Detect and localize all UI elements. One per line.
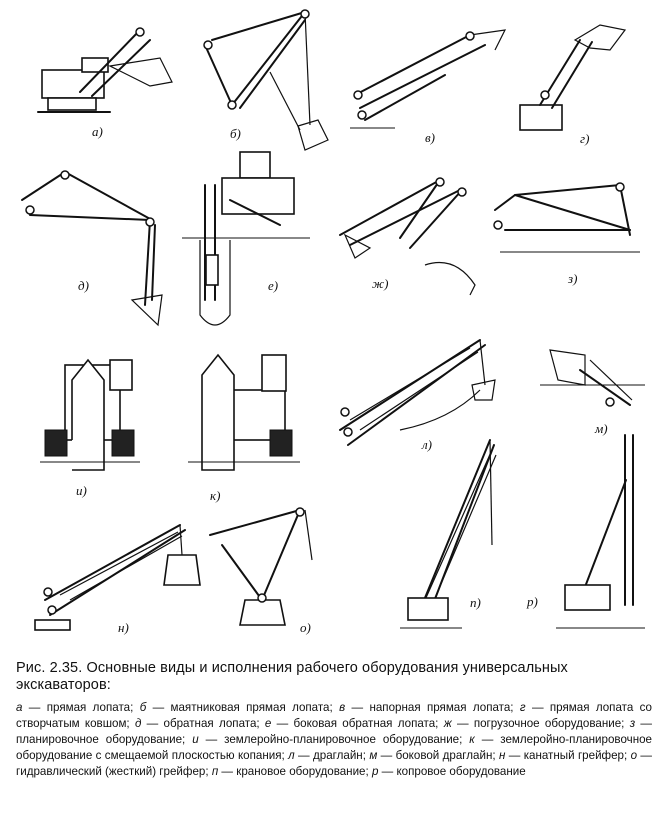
legend-letter: а	[16, 701, 23, 714]
legend-letter: е	[264, 717, 272, 730]
panel-label-e: е)	[268, 278, 278, 293]
legend-letter: о	[630, 749, 638, 762]
drawing-b-pendulum-shovel	[203, 9, 329, 151]
legend-entry: к — землеройно-планировочное оборудовани…	[16, 733, 652, 762]
caption-title: Рис. 2.35. Основные виды и исполнения ра…	[16, 660, 568, 693]
legend-text: прямая лопата;	[46, 701, 134, 714]
panel-label-v: в)	[425, 130, 435, 145]
panel-label-n: н)	[118, 620, 129, 635]
panel-label-z: з)	[567, 271, 577, 286]
excavator-equipment-figure: а) б) в) г)	[21, 9, 645, 635]
legend-entry: з — планировочное оборудование;	[16, 717, 652, 746]
legend-letter: в	[339, 701, 346, 714]
legend-letter: м	[369, 749, 378, 762]
panel-label-m: м)	[594, 421, 608, 436]
drawing-k-offset-grading	[188, 353, 300, 471]
legend-text: землеройно-планировочное оборудование;	[224, 733, 463, 746]
legend-letter: г	[519, 701, 526, 714]
legend-text: маятниковая прямая лопата;	[170, 701, 333, 714]
legend-entry: в — напорная прямая лопата;	[339, 701, 514, 714]
drawing-n-rope-grab	[34, 524, 201, 631]
drawing-o-hydraulic-grab	[209, 507, 313, 626]
legend-entry: м — боковой драглайн;	[369, 749, 496, 762]
legend-text: планировочное оборудование;	[16, 733, 186, 746]
legend-letter: н	[498, 749, 506, 762]
panel-label-b: б)	[230, 126, 241, 141]
panel-label-i: и)	[76, 483, 87, 498]
legend-entry: а — прямая лопата;	[16, 701, 134, 714]
legend-entry: н — канатный грейфер;	[498, 749, 628, 762]
panel-label-zh: ж)	[372, 276, 388, 291]
legend-entry: р — копровое оборудование	[371, 765, 526, 778]
legend-text: канатный грейфер;	[523, 749, 628, 762]
figure-caption: Рис. 2.35. Основные виды и исполнения ра…	[16, 660, 652, 780]
panel-label-d: д)	[78, 278, 89, 293]
legend-entry: о — гидравлический (жесткий) грейфер;	[16, 749, 652, 778]
drawing-a-straight-shovel	[37, 27, 173, 113]
legend-entry: е — боковая обратная лопата;	[264, 717, 439, 730]
legend-entry: д — обратная лопата;	[134, 717, 260, 730]
drawing-g-clamshell-shovel	[519, 24, 627, 131]
panel-label-k: к)	[210, 488, 220, 503]
legend-letter: л	[288, 749, 295, 762]
legend-text: обратная лопата;	[163, 717, 260, 730]
legend-letter: ж	[443, 717, 452, 730]
legend-entry: ж — погрузочное оборудование;	[443, 717, 625, 730]
legend-entry: г — прямая лопата со створчатым ковшом;	[16, 701, 652, 730]
panel-label-l: л)	[421, 437, 432, 452]
legend-text: прямая лопата со створчатым ковшом;	[16, 701, 652, 730]
legend-letter: д	[134, 717, 142, 730]
panel-label-r: р)	[526, 594, 538, 609]
caption-legend: а — прямая лопата; б — маятниковая пряма…	[16, 700, 652, 780]
drawing-zh-loader	[339, 177, 476, 296]
legend-entry: п — крановое оборудование;	[211, 765, 369, 778]
drawing-d-backhoe	[21, 170, 163, 327]
legend-text: напорная прямая лопата;	[369, 701, 514, 714]
legend-text: копровое оборудование	[396, 765, 526, 778]
drawing-m-side-dragline	[540, 349, 645, 407]
legend-letter: р	[371, 765, 379, 778]
drawing-v-pressure-shovel	[350, 29, 507, 129]
panel-label-o: о)	[300, 620, 311, 635]
legend-text: боковой драглайн;	[395, 749, 496, 762]
legend-letter: б	[139, 701, 147, 714]
legend-letter: и	[192, 733, 199, 746]
legend-entry: б — маятниковая прямая лопата;	[139, 701, 333, 714]
legend-text: землеройно-планировочное оборудование с …	[16, 733, 652, 762]
drawing-p-crane	[400, 439, 497, 629]
legend-letter: п	[211, 765, 219, 778]
legend-entry: и — землеройно-планировочное оборудовани…	[192, 733, 463, 746]
drawing-i-earth-grading	[40, 358, 140, 471]
legend-text: погрузочное оборудование;	[473, 717, 625, 730]
drawing-l-dragline	[339, 339, 496, 446]
legend-text: боковая обратная лопата;	[293, 717, 439, 730]
panel-label-a: а)	[92, 124, 103, 139]
legend-letter: з	[629, 717, 636, 730]
panel-label-p: п)	[470, 595, 481, 610]
panel-label-g: г)	[580, 131, 589, 146]
legend-text: крановое оборудование;	[236, 765, 369, 778]
legend-text: драглайн;	[312, 749, 366, 762]
legend-letter: к	[469, 733, 475, 746]
drawing-e-side-backhoe	[182, 151, 310, 326]
drawing-z-grading	[493, 182, 640, 253]
legend-entry: л — драглайн;	[288, 749, 366, 762]
legend-text: гидравлический (жесткий) грейфер;	[16, 765, 209, 778]
drawing-r-pile-driver	[556, 434, 645, 629]
